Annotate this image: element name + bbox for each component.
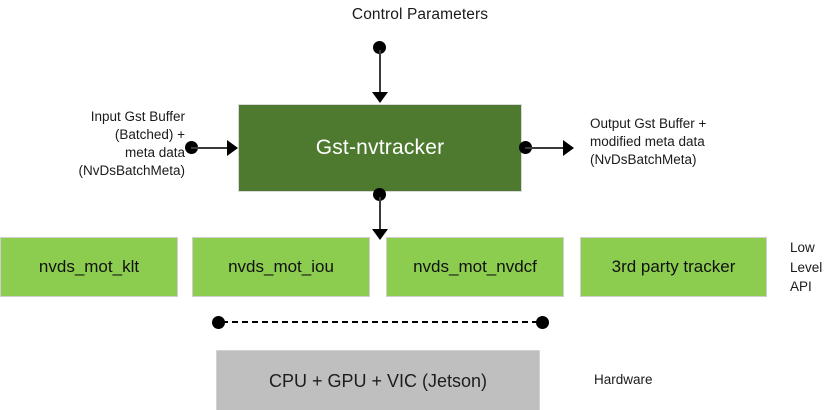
low-level-connector-dot: [373, 188, 386, 201]
control-parameters-connector-line: [378, 50, 381, 94]
low-level-arrowhead: [371, 229, 388, 240]
low-level-box-nvds-mot-nvdcf[interactable]: nvds_mot_nvdcf: [386, 237, 564, 297]
hardware-box[interactable]: CPU + GPU + VIC (Jetson): [216, 350, 540, 410]
low-level-box-label: nvds_mot_klt: [38, 257, 140, 276]
low-level-box-label: nvds_mot_nvdcf: [413, 257, 537, 276]
hardware-connector-dashed-line: [222, 321, 538, 323]
hardware-note: Hardware: [594, 372, 653, 387]
low-level-api-note: Low Level API: [790, 240, 823, 295]
input-arrowhead: [227, 139, 238, 156]
gst-nvtracker-box[interactable]: Gst-nvtracker: [238, 104, 522, 192]
low-level-connector-line: [378, 197, 381, 232]
gst-nvtracker-label: Gst-nvtracker: [315, 136, 445, 159]
hardware-connector-dot-right: [536, 316, 549, 329]
low-level-box-nvds-mot-klt[interactable]: nvds_mot_klt: [0, 237, 178, 297]
output-gst-buffer-label: Output Gst Buffer + modified meta data (…: [590, 116, 707, 167]
control-parameters-arrowhead: [371, 92, 388, 103]
hardware-connector-dot-left: [212, 316, 225, 329]
control-parameters-connector-dot: [373, 41, 386, 54]
output-connector-line: [525, 146, 565, 149]
control-parameters-label: Control Parameters: [351, 6, 489, 23]
input-gst-buffer-label: Input Gst Buffer (Batched) + meta data (…: [78, 109, 185, 178]
low-level-box-nvds-mot-iou[interactable]: nvds_mot_iou: [192, 237, 370, 297]
output-arrowhead: [563, 139, 574, 156]
low-level-box-label: nvds_mot_iou: [228, 257, 334, 276]
low-level-box-label: 3rd party tracker: [611, 257, 736, 276]
hardware-box-label: CPU + GPU + VIC (Jetson): [268, 370, 488, 391]
input-connector-line: [191, 146, 229, 149]
low-level-box-3rd-party-tracker[interactable]: 3rd party tracker: [580, 237, 767, 297]
